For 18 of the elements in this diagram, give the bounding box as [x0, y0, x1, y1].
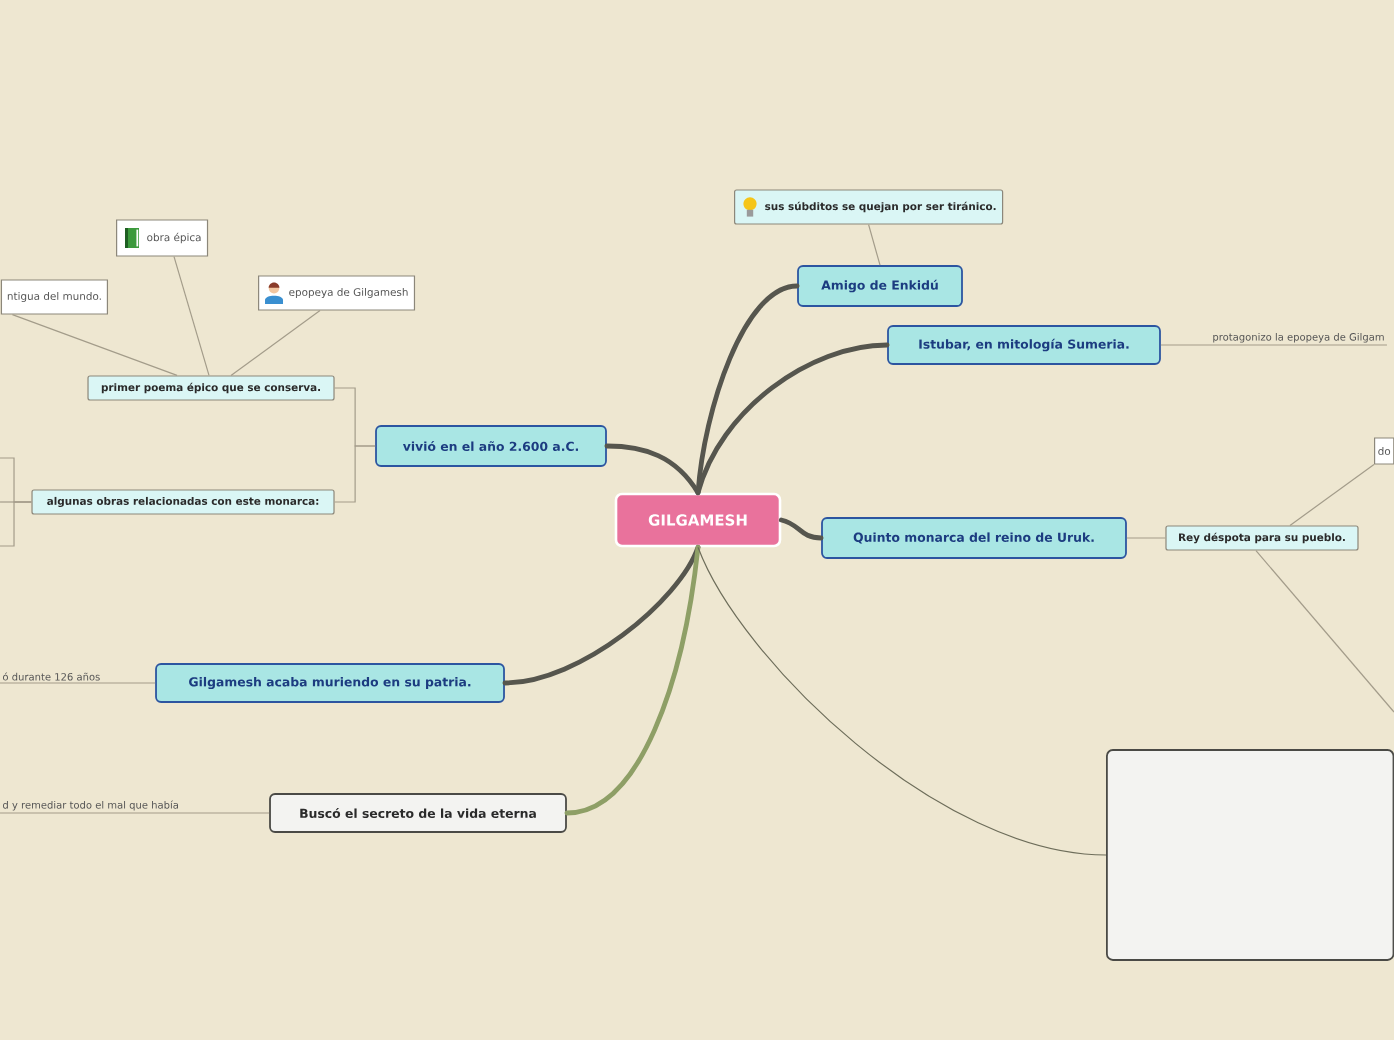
- branch-line: [695, 342, 890, 496]
- connector-line: [1160, 344, 1388, 346]
- connector-line: [1126, 537, 1166, 539]
- connector-line: [11, 314, 178, 376]
- connector-line: [334, 445, 376, 503]
- branch-line: [604, 443, 701, 496]
- connector-line: [1255, 550, 1394, 713]
- connector-line: [173, 256, 210, 376]
- connector-line: [868, 224, 881, 266]
- rounded-box: [1106, 749, 1394, 961]
- connector-line: [0, 501, 32, 547]
- branch-line: [778, 517, 824, 541]
- branch-line: [564, 544, 701, 816]
- connector-line: [0, 812, 270, 814]
- connector-line: [0, 682, 156, 684]
- connector-line: [697, 546, 1107, 856]
- connector-line: [230, 310, 321, 376]
- branch-line: [502, 544, 701, 686]
